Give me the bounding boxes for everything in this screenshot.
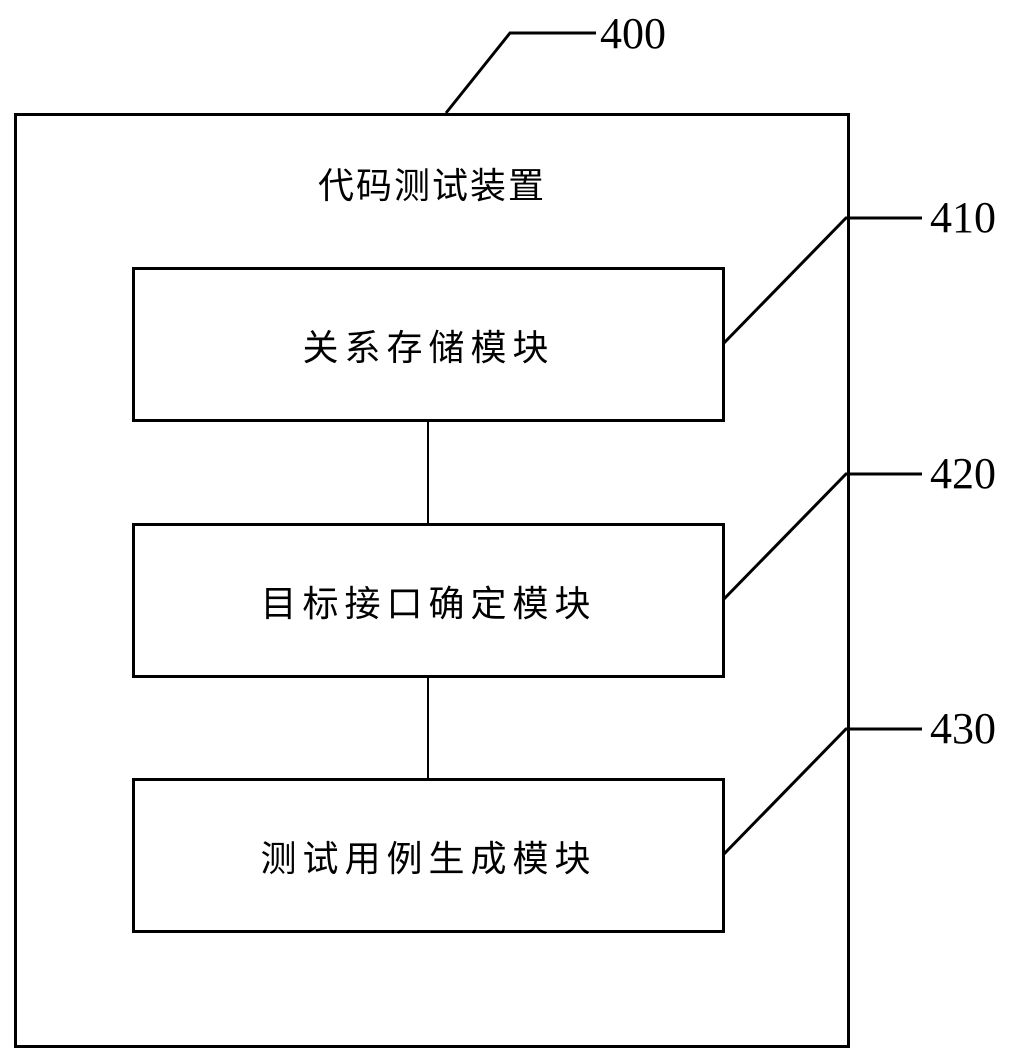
module-label-410: 关系存储模块 — [302, 327, 555, 369]
reference-number-430: 430 — [930, 704, 996, 753]
leader-line-400 — [444, 31, 596, 114]
leader-line-420 — [721, 472, 922, 602]
module-label-420: 目标接口确定模块 — [260, 583, 597, 625]
module-box-430: 测试用例生成模块 — [132, 778, 725, 933]
module-label-430: 测试用例生成模块 — [260, 838, 597, 880]
device-box — [14, 113, 850, 1048]
device-title: 代码测试装置 — [317, 166, 546, 207]
leader-line-410 — [721, 216, 922, 346]
module-box-410: 关系存储模块 — [132, 267, 725, 422]
reference-number-410: 410 — [930, 193, 996, 242]
module-box-420: 目标接口确定模块 — [132, 523, 725, 678]
leader-line-430 — [721, 727, 922, 857]
reference-number-400: 400 — [600, 9, 666, 58]
reference-number-420: 420 — [930, 449, 996, 498]
